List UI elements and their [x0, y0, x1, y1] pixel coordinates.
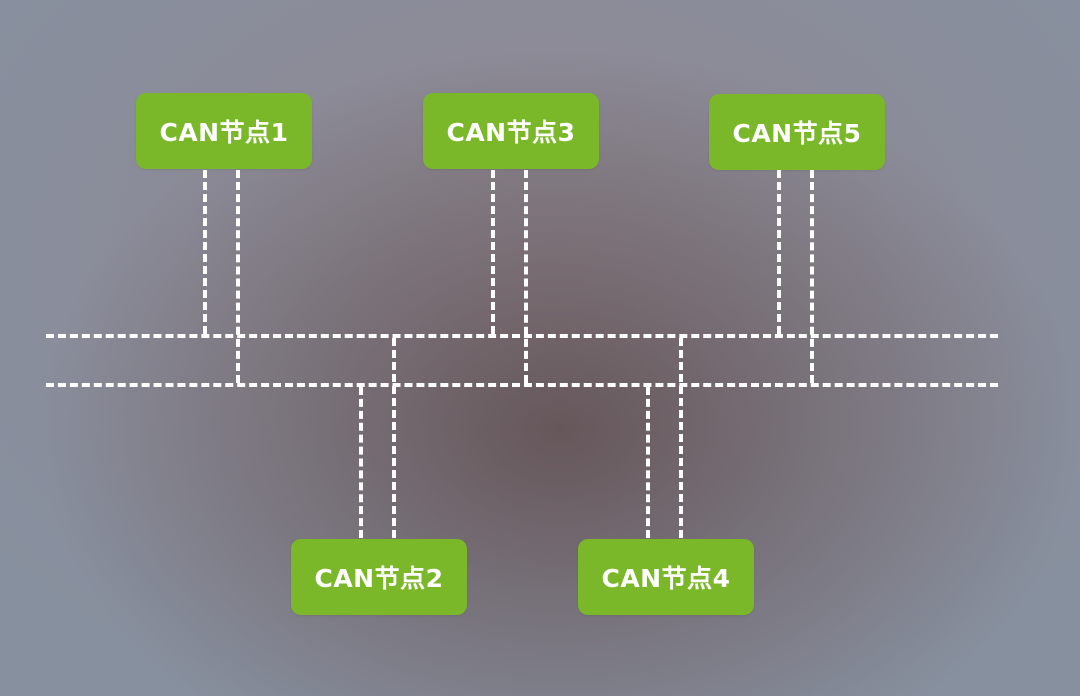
node-2-connector-right	[392, 338, 396, 538]
can-node-1: CAN节点1	[136, 93, 312, 169]
can-bus-line-upper	[46, 334, 998, 338]
node-2-connector-left	[359, 387, 363, 538]
node-5-connector-right	[810, 170, 814, 383]
can-node-4-label: CAN节点4	[601, 564, 731, 593]
can-node-2-label: CAN节点2	[314, 564, 444, 593]
node-3-connector-right	[524, 170, 528, 383]
can-node-5-label: CAN节点5	[732, 119, 862, 148]
can-node-5: CAN节点5	[709, 94, 885, 170]
can-node-3: CAN节点3	[423, 93, 599, 169]
can-node-4: CAN节点4	[578, 539, 754, 615]
node-5-connector-left	[777, 170, 781, 334]
node-4-connector-left	[646, 387, 650, 538]
can-node-2: CAN节点2	[291, 539, 467, 615]
node-1-connector-left	[203, 170, 207, 334]
can-bus-line-lower	[46, 383, 998, 387]
can-node-1-label: CAN节点1	[159, 118, 289, 147]
node-4-connector-right	[679, 338, 683, 538]
node-1-connector-right	[236, 170, 240, 383]
can-node-3-label: CAN节点3	[446, 118, 576, 147]
node-3-connector-left	[491, 170, 495, 334]
